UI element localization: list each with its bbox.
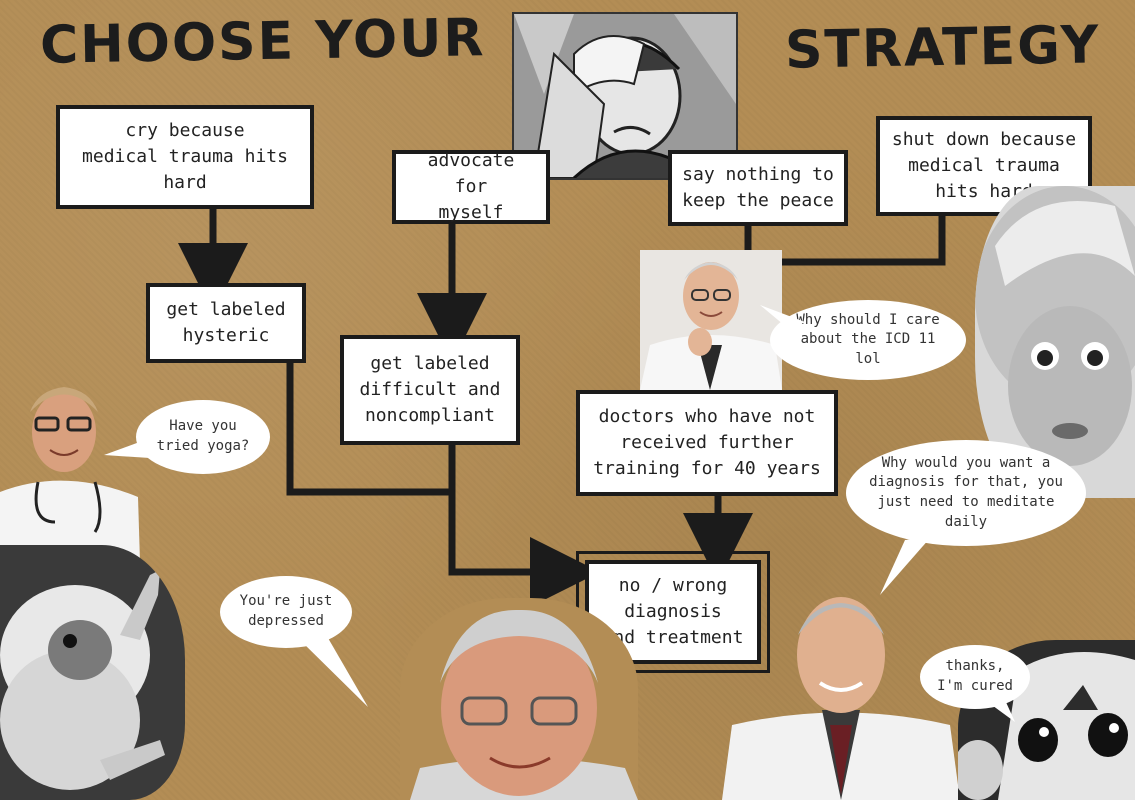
tail-depressed xyxy=(300,638,368,707)
box-advocate: advocate for myself xyxy=(392,150,550,224)
box-cry: cry because medical trauma hits hard xyxy=(56,105,314,209)
box-hysteric: get labeled hysteric xyxy=(146,283,306,363)
doctor-photo-right xyxy=(722,585,960,800)
cat-photo xyxy=(958,640,1135,800)
bubble-depressed: You're just depressed xyxy=(220,576,352,648)
arrow-hysteric-to-merge xyxy=(286,358,456,496)
doctor-photo-left xyxy=(0,372,140,562)
doctor-photo-icon xyxy=(640,250,782,390)
doctor-photo-icon xyxy=(400,598,638,800)
cat-photo-icon xyxy=(958,640,1135,800)
comic-man-wiping-sweat-icon xyxy=(514,14,736,178)
box-difficult: get labeled difficult and noncompliant xyxy=(340,335,520,445)
monkey-photo-icon xyxy=(0,545,185,800)
tail-cured xyxy=(985,700,1015,722)
monkey-photo xyxy=(0,545,185,800)
tail-icd xyxy=(760,305,805,330)
tail-yoga xyxy=(104,440,150,458)
tail-meditate xyxy=(880,538,930,595)
box-say-nothing: say nothing to keep the peace xyxy=(668,150,848,226)
arrow-difficult-to-diagnosis xyxy=(448,441,600,607)
bubble-yoga: Have you tried yoga? xyxy=(136,400,270,474)
bubble-meditate: Why would you want a diagnosis for that,… xyxy=(846,440,1086,546)
doctor-photo-center xyxy=(400,598,638,800)
doctor-photo-top xyxy=(640,250,782,390)
bubble-cured: thanks, I'm cured xyxy=(920,645,1030,709)
box-doctors: doctors who have not received further tr… xyxy=(576,390,838,496)
arrow-shutdown-to-doctors xyxy=(744,210,946,266)
bubble-icd: Why should I care about the ICD 11 lol xyxy=(770,300,966,380)
doctor-photo-icon xyxy=(722,597,960,800)
doctor-photo-icon xyxy=(0,387,140,562)
